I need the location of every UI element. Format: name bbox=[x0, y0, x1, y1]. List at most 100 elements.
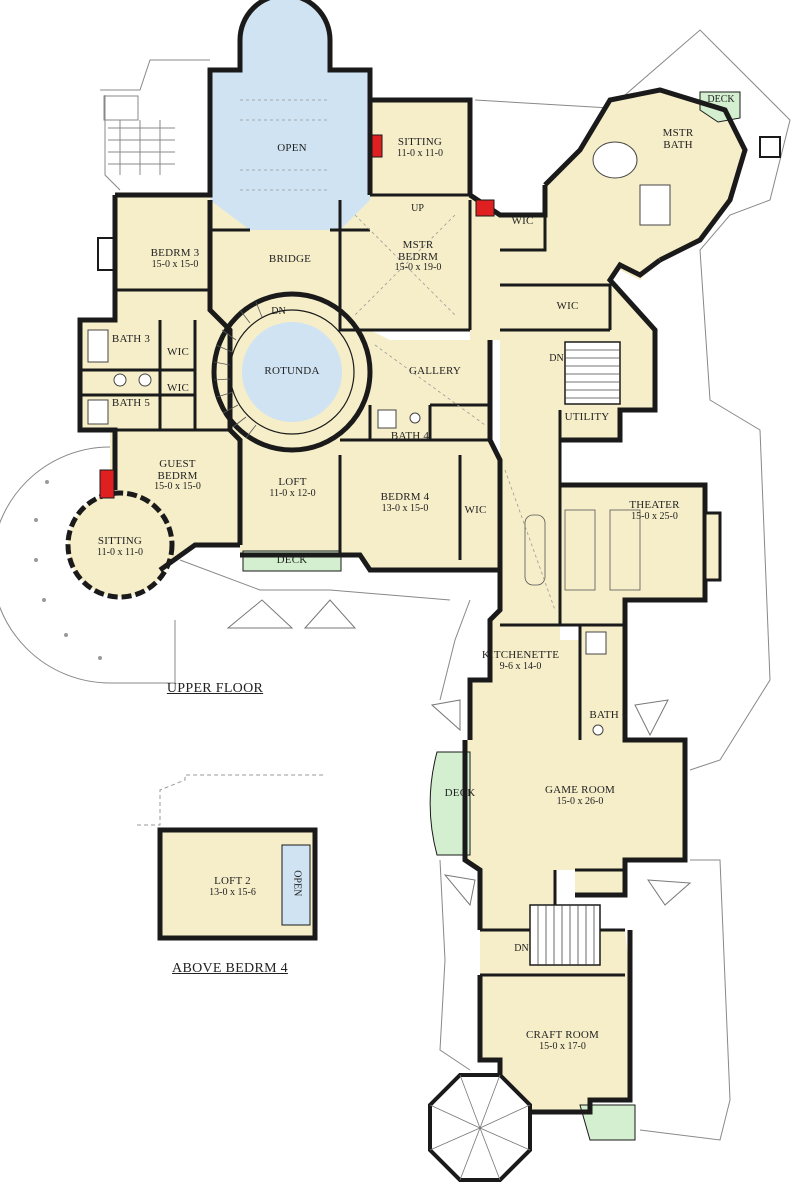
room-dims: 15-0 x 26-0 bbox=[556, 795, 604, 807]
room-dims: 13-0 x 15-6 bbox=[209, 886, 256, 898]
room-utility: UTILITY bbox=[562, 411, 612, 424]
loft2-open-label: OPEN bbox=[291, 870, 303, 897]
room-name: UTILITY bbox=[564, 411, 610, 423]
room-dims: 15-0 x 15-0 bbox=[151, 258, 199, 270]
room-dims: 11-0 x 11-0 bbox=[97, 546, 143, 558]
inset-title: ABOVE BEDRM 4 bbox=[172, 961, 288, 976]
room-kitchenette: KITCHENETTE 9-6 x 14-0 bbox=[478, 649, 563, 672]
loft2-open-area bbox=[281, 844, 311, 926]
room-name: THEATER bbox=[629, 499, 680, 511]
room-dims: 15-0 x 17-0 bbox=[539, 1040, 586, 1052]
rotunda-stair-treads bbox=[213, 301, 263, 439]
site-features bbox=[97, 136, 781, 271]
room-sitting-top: SITTING 11-0 x 11-0 bbox=[380, 136, 460, 159]
sitting-left-wall bbox=[65, 490, 175, 600]
room-name: DECK bbox=[444, 787, 476, 799]
room-wic-master: WIC bbox=[505, 215, 540, 228]
room-bath6: BATH 6 bbox=[586, 709, 631, 722]
room-mstr-bath: MSTR BATH bbox=[643, 127, 713, 151]
room-bath5: BATH 5 bbox=[106, 397, 156, 410]
stair-inner-edge bbox=[229, 309, 355, 435]
room-dims: 11-0 x 11-0 bbox=[397, 147, 443, 159]
room-name: GAME ROOM bbox=[545, 784, 615, 796]
room-gallery: GALLERY bbox=[395, 365, 475, 378]
room-bath4: BATH 4 bbox=[385, 430, 435, 443]
room-name: BATH 3 bbox=[111, 333, 151, 345]
theater-fixtures bbox=[524, 509, 722, 591]
room-name: OPEN bbox=[277, 142, 307, 154]
room-name: LOFT bbox=[278, 476, 307, 488]
room-name: LOFT 2 bbox=[214, 875, 251, 887]
patio-outline bbox=[0, 446, 176, 684]
room-sitting-left: SITTING 11-0 x 11-0 bbox=[85, 535, 155, 558]
room-name: KITCHENETTE bbox=[481, 649, 560, 661]
stair-dn-lower: DN bbox=[514, 943, 529, 954]
room-wic-large: WIC bbox=[545, 300, 590, 313]
room-name-2: BATH bbox=[663, 138, 693, 151]
room-name: SITTING bbox=[97, 535, 143, 547]
open-bay-lines bbox=[240, 99, 556, 611]
room-theater: THEATER 15-0 x 25-0 bbox=[612, 499, 697, 522]
room-game-room: GAME ROOM 15-0 x 26-0 bbox=[535, 784, 625, 807]
room-dims: 13-0 x 15-0 bbox=[381, 502, 429, 514]
room-craft-room: CRAFT ROOM 15-0 x 17-0 bbox=[515, 1029, 610, 1052]
room-bath3: BATH 3 bbox=[106, 333, 156, 346]
room-dims: 15-0 x 25-0 bbox=[631, 510, 678, 522]
stair-up-label: UP bbox=[411, 203, 424, 214]
room-name: MSTR bbox=[402, 239, 434, 251]
room-loft: LOFT 11-0 x 12-0 bbox=[255, 476, 330, 499]
room-name: GALLERY bbox=[408, 365, 462, 377]
room-name: WIC bbox=[464, 504, 487, 516]
room-loft2: LOFT 2 13-0 x 15-6 bbox=[195, 875, 270, 898]
room-dims: 9-6 x 14-0 bbox=[499, 660, 542, 672]
room-name: BRIDGE bbox=[268, 253, 312, 265]
open-to-below-fill bbox=[210, 0, 370, 230]
rotunda-wall bbox=[211, 291, 373, 453]
room-deck-side: DECK bbox=[440, 787, 480, 800]
room-wic-b4: WIC bbox=[458, 504, 493, 517]
bath-fixtures bbox=[87, 141, 671, 736]
room-name: BATH 4 bbox=[390, 430, 430, 442]
roof-gables bbox=[226, 599, 692, 907]
room-bedrm3: BEDRM 3 15-0 x 15-0 bbox=[130, 247, 220, 270]
room-name: WIC bbox=[511, 215, 534, 227]
room-name: ROTUNDA bbox=[264, 365, 320, 377]
room-name: BATH 5 bbox=[111, 397, 151, 409]
stair-dn-gallery: DN bbox=[549, 353, 564, 364]
room-bridge: BRIDGE bbox=[250, 253, 330, 266]
room-name: WIC bbox=[167, 382, 189, 394]
pergola bbox=[103, 95, 175, 175]
room-name: GUEST bbox=[159, 458, 196, 470]
room-name-2: BEDRM bbox=[397, 250, 439, 263]
room-dims: 15-0 x 19-0 bbox=[394, 262, 442, 274]
fireplaces bbox=[99, 134, 495, 499]
room-name: MSTR bbox=[662, 127, 694, 139]
turret bbox=[428, 1073, 532, 1182]
room-wic-b5: WIC bbox=[163, 382, 193, 395]
room-name: DECK bbox=[276, 554, 308, 566]
gallery-stair bbox=[564, 341, 621, 405]
room-dims: 15-0 x 15-0 bbox=[154, 481, 201, 493]
floor-title: UPPER FLOOR bbox=[166, 681, 264, 696]
room-name: SITTING bbox=[397, 136, 443, 148]
room-dims: 11-0 x 12-0 bbox=[269, 487, 316, 499]
room-name: BATH 6 bbox=[589, 709, 628, 721]
exterior-roof-lines bbox=[100, 29, 791, 1141]
room-deck-front: DECK bbox=[267, 554, 317, 567]
patio-dots bbox=[34, 480, 102, 660]
room-guest-bedrm: GUEST BEDRM 15-0 x 15-0 bbox=[135, 458, 220, 493]
loft2-roof-dashes bbox=[137, 774, 325, 826]
room-mstr-bedrm: MSTR BEDRM 15-0 x 19-0 bbox=[378, 239, 458, 274]
stair-dn-rotunda: DN bbox=[271, 306, 286, 317]
room-name: WIC bbox=[167, 346, 189, 358]
room-name: BEDRM 4 bbox=[380, 491, 430, 503]
room-rotunda: ROTUNDA bbox=[252, 365, 332, 378]
room-name: WIC bbox=[556, 300, 579, 312]
lower-stair bbox=[529, 904, 601, 966]
room-wic-b3: WIC bbox=[163, 346, 193, 359]
rotunda-fill bbox=[242, 322, 342, 422]
interior-walls bbox=[80, 193, 625, 1060]
room-name: BEDRM 3 bbox=[150, 247, 200, 259]
room-name: CRAFT ROOM bbox=[525, 1029, 599, 1041]
